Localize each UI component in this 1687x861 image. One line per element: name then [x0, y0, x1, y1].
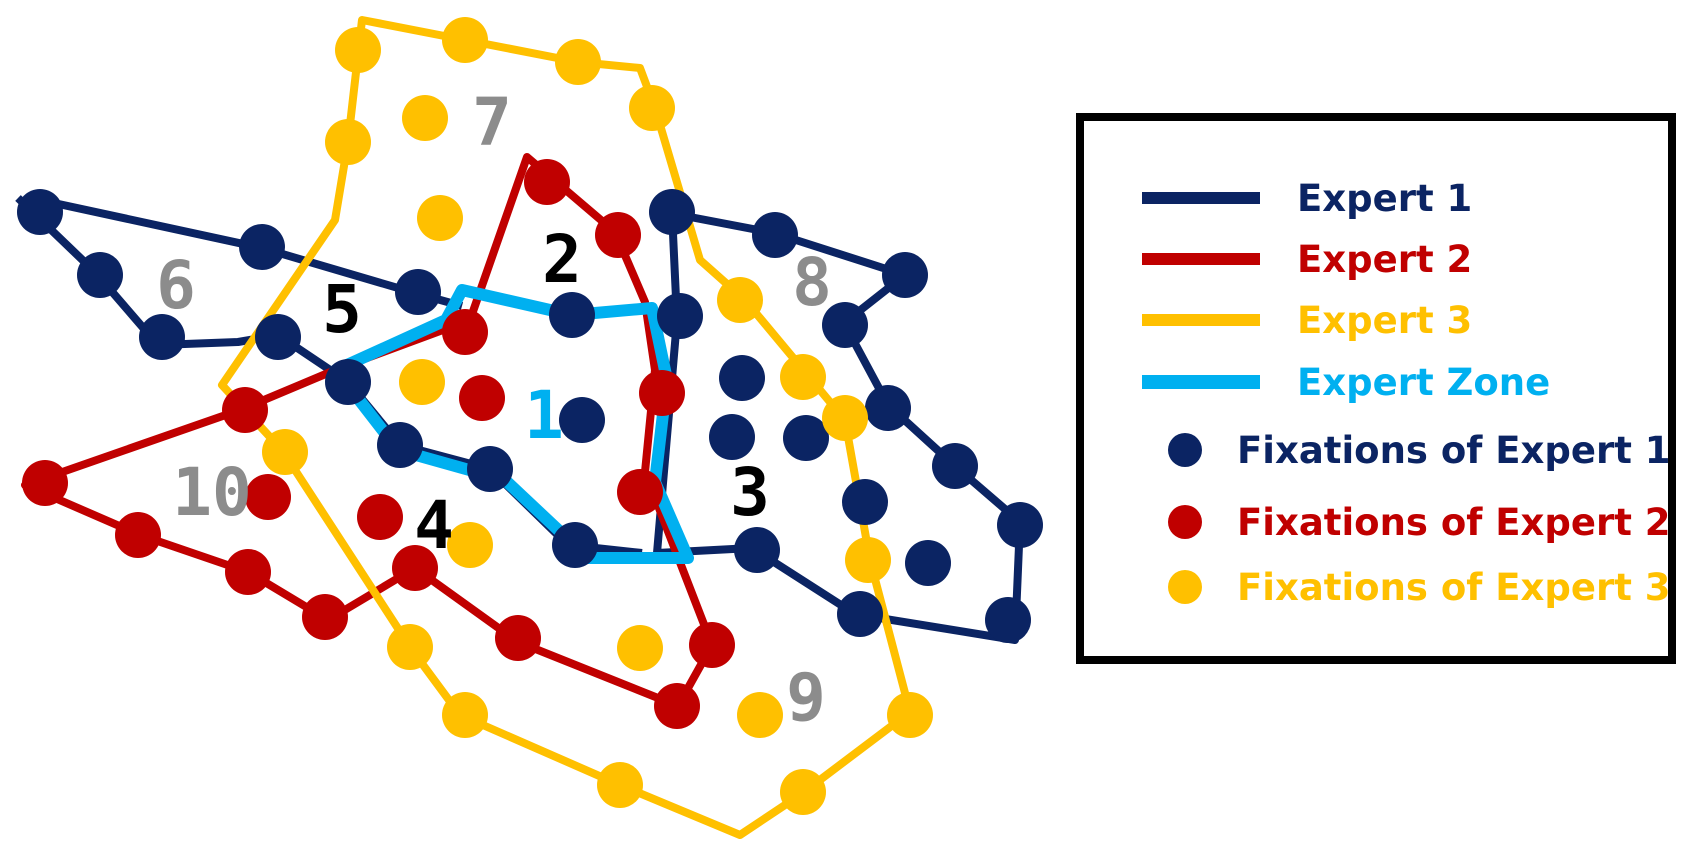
fixation-expert3: [822, 395, 868, 441]
fixation-expert3: [399, 359, 445, 405]
region-label-5: 5: [322, 271, 362, 348]
fixation-expert3: [597, 762, 643, 808]
fixation-expert1: [997, 502, 1043, 548]
region-label-3: 3: [730, 454, 770, 531]
legend-label: Fixations of Expert 3: [1237, 566, 1671, 609]
region-label-7: 7: [472, 84, 512, 161]
fixation-expert2: [225, 549, 271, 595]
fixation-expert1: [255, 314, 301, 360]
fixation-expert1: [837, 591, 883, 637]
fixation-expert1: [985, 597, 1031, 643]
legend-label: Fixations of Expert 1: [1237, 429, 1671, 472]
fixation-expert1: [709, 414, 755, 460]
fixation-expert1: [549, 292, 595, 338]
fixation-expert3: [402, 95, 448, 141]
fixation-expert1: [932, 443, 978, 489]
fixation-expert1: [842, 479, 888, 525]
fixation-expert3: [845, 537, 891, 583]
legend-swatch-dot: [1168, 505, 1202, 539]
fixation-expert1: [467, 446, 513, 492]
fixation-expert2: [524, 159, 570, 205]
fixation-expert3: [555, 39, 601, 85]
fixation-expert1: [719, 355, 765, 401]
fixation-expert3: [780, 354, 826, 400]
fixation-expert1: [905, 540, 951, 586]
fixation-expert3: [737, 692, 783, 738]
legend-item-expert2: Expert 2: [1142, 238, 1472, 281]
legend-label: Expert 2: [1297, 238, 1472, 281]
region-label-4: 4: [414, 487, 454, 564]
fixation-expert1: [649, 189, 695, 235]
fixation-expert1: [325, 359, 371, 405]
fixation-expert1: [657, 293, 703, 339]
fixation-expert1: [552, 522, 598, 568]
fixation-expert1: [752, 212, 798, 258]
legend-item-fixations-expert1: Fixations of Expert 1: [1168, 429, 1671, 472]
fixation-expert2: [495, 615, 541, 661]
fixation-expert1: [882, 252, 928, 298]
fixation-expert2: [442, 309, 488, 355]
fixation-expert3: [629, 85, 675, 131]
legend-label: Expert 3: [1297, 299, 1472, 342]
fixation-expert2: [222, 387, 268, 433]
expert2-fixations: [22, 159, 735, 729]
fixation-expert2: [115, 512, 161, 558]
fixation-expert3: [417, 195, 463, 241]
fixation-expert2: [357, 494, 403, 540]
region-label-8: 8: [792, 244, 832, 321]
region-label-10: 10: [172, 454, 251, 531]
fixation-expert2: [392, 545, 438, 591]
fixation-expert1: [17, 189, 63, 235]
fixation-expert2: [654, 683, 700, 729]
fixation-expert3: [780, 769, 826, 815]
legend-item-expert-zone: Expert Zone: [1142, 361, 1550, 404]
fixation-expert1: [395, 269, 441, 315]
fixation-expert2: [459, 375, 505, 421]
region-labels: 1 2 3 4 5 6 7 8 9 10: [156, 84, 832, 736]
fixation-expert2: [595, 212, 641, 258]
fixation-expert1: [783, 415, 829, 461]
fixation-expert2: [689, 622, 735, 668]
fixation-expert3: [617, 625, 663, 671]
legend-item-fixations-expert2: Fixations of Expert 2: [1168, 501, 1671, 544]
legend-label: Expert Zone: [1297, 361, 1550, 404]
fixation-expert3: [262, 429, 308, 475]
legend-item-fixations-expert3: Fixations of Expert 3: [1168, 566, 1671, 609]
region-label-1: 1: [524, 377, 564, 454]
fixation-expert2: [302, 594, 348, 640]
legend-label: Fixations of Expert 2: [1237, 501, 1671, 544]
legend-swatch-dot: [1168, 433, 1202, 467]
expert3-fixations: [262, 17, 933, 815]
fixation-expert2: [639, 370, 685, 416]
fixation-expert3: [325, 119, 371, 165]
fixation-expert2: [245, 474, 291, 520]
fixation-expert1: [77, 252, 123, 298]
legend-label: Expert 1: [1297, 177, 1472, 220]
fixation-expert3: [887, 692, 933, 738]
fixation-expert3: [442, 692, 488, 738]
legend-item-expert1: Expert 1: [1142, 177, 1472, 220]
fixation-expert1: [822, 302, 868, 348]
region-label-6: 6: [156, 247, 196, 324]
fixation-expert1: [377, 422, 423, 468]
region-label-9: 9: [786, 659, 826, 736]
expert1-fixations: [17, 189, 1043, 643]
fixation-expert3: [442, 17, 488, 63]
fixation-expert1: [139, 314, 185, 360]
fixation-expert1: [734, 527, 780, 573]
fixation-expert1: [239, 224, 285, 270]
fixation-expert2: [617, 469, 663, 515]
legend-item-expert3: Expert 3: [1142, 299, 1472, 342]
fixation-expert1: [559, 397, 605, 443]
fixation-expert1: [865, 385, 911, 431]
fixation-expert3: [447, 522, 493, 568]
fixation-expert3: [717, 277, 763, 323]
fixation-expert3: [335, 27, 381, 73]
legend-swatch-dot: [1168, 570, 1202, 604]
fixation-expert3: [387, 624, 433, 670]
legend: Expert 1 Expert 2 Expert 3 Expert Zone F…: [1076, 113, 1676, 664]
region-label-2: 2: [542, 221, 582, 298]
fixation-expert2: [22, 460, 68, 506]
